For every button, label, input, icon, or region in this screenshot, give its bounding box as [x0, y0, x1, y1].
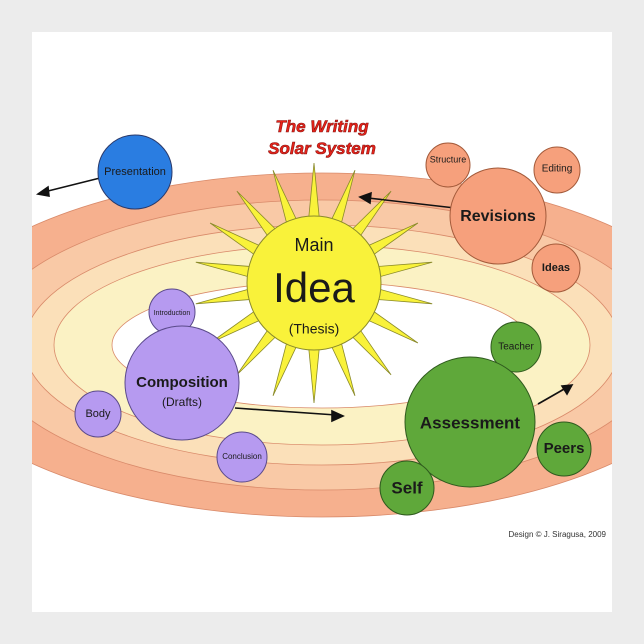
- moon-teacher: [490, 321, 542, 373]
- arrow-composition: [234, 407, 337, 416]
- sun-rays: [195, 162, 433, 404]
- moon-conclusion: [216, 431, 268, 483]
- arrow-head: [358, 191, 372, 205]
- moon-editing-label: Editing: [542, 164, 573, 175]
- orbit-line: [32, 172, 612, 518]
- revisions-label: Revisions: [460, 208, 536, 225]
- sun-circle: [246, 215, 382, 351]
- moon-self: [379, 460, 435, 516]
- moon-ideas-label: Ideas: [542, 262, 570, 274]
- title-line-2: Solar System: [268, 139, 376, 158]
- moon-body: [74, 390, 122, 438]
- moon-body-label: Body: [85, 408, 111, 420]
- arrow-head: [35, 185, 50, 197]
- moon-self-label: Self: [391, 478, 423, 497]
- moon-conclusion-label: Conclusion: [222, 452, 262, 461]
- arrow-presentation: [43, 177, 101, 193]
- moon-ideas: [531, 243, 581, 293]
- title-line-1: The Writing: [275, 117, 369, 136]
- assessment-planet: [404, 356, 536, 488]
- moon-peers: [536, 421, 592, 477]
- sun-label-thesis: (Thesis): [289, 321, 340, 337]
- arrow-head: [560, 384, 574, 396]
- sun-label-main: Main: [294, 235, 333, 255]
- moon-peers-label: Peers: [544, 440, 585, 457]
- moon-structure: [425, 142, 471, 188]
- orbit-line: [32, 199, 612, 491]
- composition-planet: [124, 325, 240, 441]
- arrow-assessment: [537, 387, 567, 405]
- presentation-planet: [97, 134, 173, 210]
- moon-introduction-label: Introduction: [154, 310, 191, 317]
- composition-label: Composition: [136, 374, 228, 391]
- arrow-head: [331, 409, 345, 423]
- orbit-arrows: [35, 177, 574, 423]
- presentation-label: Presentation: [104, 166, 166, 178]
- moon-editing: [533, 146, 581, 194]
- composition-sublabel: (Drafts): [162, 395, 202, 409]
- assessment-label: Assessment: [420, 413, 521, 432]
- moon-structure-label: Structure: [430, 154, 467, 164]
- sun-label-idea: Idea: [273, 264, 355, 311]
- moon-teacher-label: Teacher: [498, 342, 534, 353]
- arrow-revisions: [367, 197, 456, 209]
- design-credit: Design © J. Siragusa, 2009: [508, 530, 606, 539]
- revisions-planet: [449, 167, 547, 265]
